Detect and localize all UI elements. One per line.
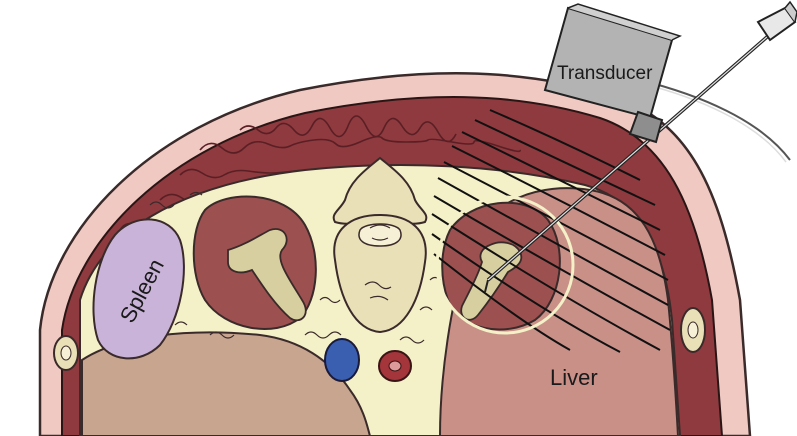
- transducer-label: Transducer: [557, 63, 653, 84]
- inferior-vena-cava: [324, 338, 360, 382]
- guide-wire: [639, 79, 791, 161]
- rib-left: [53, 335, 79, 371]
- spleen-organ: [92, 218, 185, 360]
- rib-right: [680, 307, 706, 353]
- ultrasound-beam-icon: [431, 109, 671, 353]
- vertebra: [332, 156, 428, 334]
- transducer-icon: [543, 3, 682, 144]
- target-circle: [435, 195, 575, 335]
- liver-label: Liver: [550, 365, 598, 390]
- needle-icon: [484, 0, 797, 293]
- left-renal-pelvis: [227, 228, 307, 322]
